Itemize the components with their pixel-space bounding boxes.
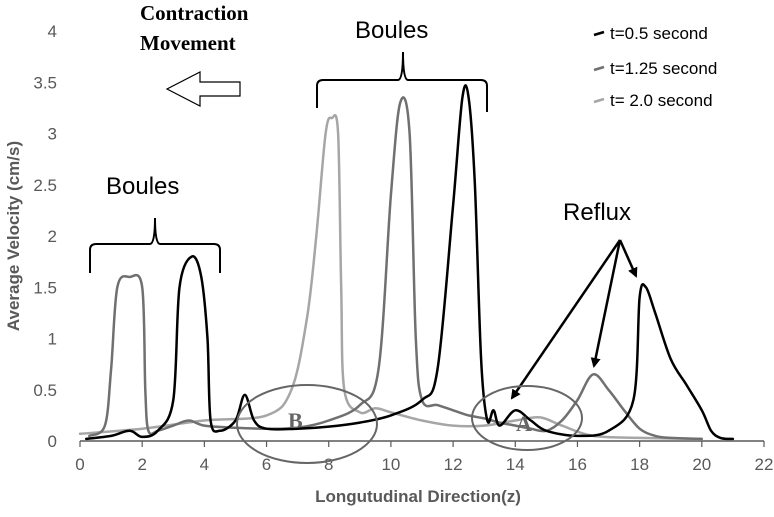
series-line-1	[88, 96, 704, 441]
series-line-0	[84, 84, 735, 441]
x-tick-label: 16	[568, 455, 587, 474]
contraction-label-line2: Movement	[140, 31, 236, 55]
region-b-label: B	[288, 408, 303, 433]
y-tick-label: 2.5	[33, 176, 57, 195]
reflux-label: Reflux	[563, 199, 631, 226]
x-tick-label: 14	[506, 455, 525, 474]
x-axis-title: Longutudinal Direction(z)	[315, 487, 521, 506]
y-tick-label: 0.5	[33, 381, 57, 400]
x-tick-label: 0	[75, 455, 84, 474]
y-tick-label: 1.5	[33, 278, 57, 297]
y-tick-label: 2	[48, 227, 57, 246]
x-tick-label: 20	[692, 455, 711, 474]
legend-swatch-t20	[593, 97, 605, 104]
legend-swatch-t05	[593, 30, 605, 37]
legend-label-t20: t= 2.0 second	[610, 91, 713, 110]
y-tick-label: 3.5	[33, 73, 57, 92]
series-layer	[78, 84, 735, 441]
x-tick-label: 12	[444, 455, 463, 474]
y-tick-label: 3	[48, 125, 57, 144]
x-tick-label: 8	[324, 455, 333, 474]
region-a-ellipse	[471, 385, 583, 451]
boules-top-brace	[316, 51, 488, 112]
y-tick-label: 1	[48, 330, 57, 349]
legend-label-t05: t=0.5 second	[610, 24, 708, 43]
y-tick-label: 4	[48, 22, 57, 41]
hollow-left-arrow	[165, 71, 241, 107]
y-axis-title: Average Velocity (cm/s)	[4, 141, 23, 331]
annotation-layer: Contraction Movement Boules Boules Reflu…	[89, 1, 638, 464]
legend-label-t125: t=1.25 second	[610, 59, 717, 78]
x-tick-label: 18	[630, 455, 649, 474]
boules-left-brace	[89, 217, 221, 273]
region-a-label: A	[516, 411, 532, 436]
legend: t=0.5 second t=1.25 second t= 2.0 second	[593, 24, 717, 110]
boules-left-label: Boules	[106, 173, 179, 200]
x-tick-label: 22	[755, 455, 774, 474]
y-tick-label: 0	[48, 432, 57, 451]
region-b-ellipse	[236, 384, 378, 464]
x-tick-label: 4	[200, 455, 209, 474]
reflux-arrow-middle	[590, 239, 622, 368]
reflux-arrow-a	[510, 239, 622, 400]
x-tick-label: 2	[137, 455, 146, 474]
x-tick-label: 6	[262, 455, 271, 474]
boules-top-label: Boules	[355, 17, 428, 44]
axes: 0 2 4 6 8 10 12 14 16 18 20 22 0 0.5 1 1.5 2 2.5 3 3.5 4	[33, 22, 773, 474]
legend-swatch-t125	[593, 65, 605, 72]
reflux-arrow-right	[618, 239, 638, 278]
series-line-2	[78, 113, 704, 441]
contraction-label-line1: Contraction	[140, 1, 249, 25]
x-tick-label: 10	[381, 455, 400, 474]
